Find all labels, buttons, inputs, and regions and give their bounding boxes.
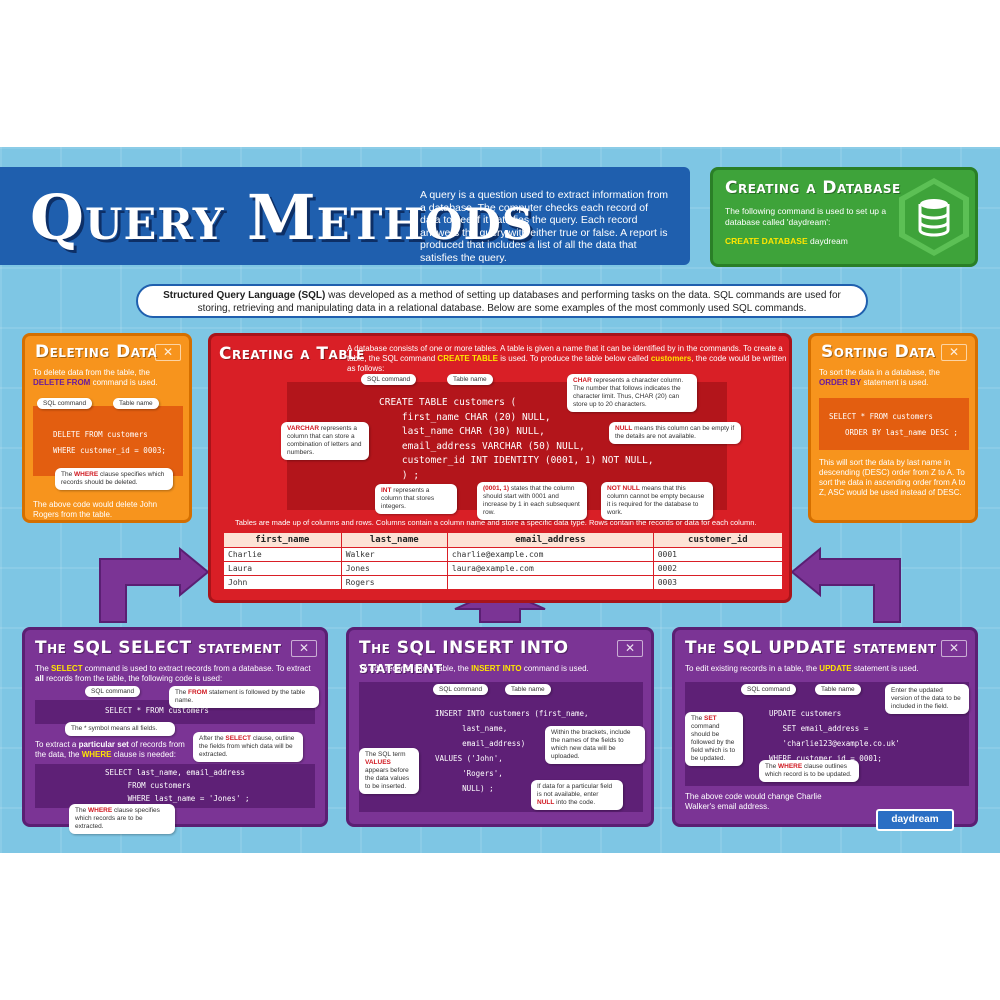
values-bubble: The SQL term VALUES appears before the d… [359, 748, 419, 794]
null-bubble: If data for a particular field is not av… [531, 780, 623, 810]
int-bubble: INT represents a column that stores inte… [375, 484, 457, 514]
deleting-data-box: Deleting Data ✕ To delete data from the … [22, 333, 192, 523]
select-title: The SQL SELECT statement [35, 638, 282, 658]
not-null-bubble: NOT NULL means that this column cannot b… [601, 482, 713, 520]
table-cell [446, 575, 654, 590]
select-code-block-2: SELECT last_name, email_address FROM cus… [35, 764, 315, 808]
table-cell: Jones [340, 561, 448, 576]
brackets-bubble: Within the brackets, include the names o… [545, 726, 645, 764]
sorting-code-block: SELECT * FROM customers ORDER BY last_na… [819, 398, 969, 450]
update-box: The SQL UPDATE statement ✕ To edit exist… [672, 627, 978, 827]
insert-code: INSERT INTO customers (first_name, last_… [435, 709, 589, 793]
page-title: Query Methods [30, 181, 534, 254]
table-row: John Rogers 0003 [223, 575, 784, 590]
label-sql-command: SQL command [361, 374, 417, 385]
table-header: first_name [223, 532, 342, 548]
creating-database-command: CREATE DATABASE daydream [725, 236, 848, 246]
deleting-footer: The above code would delete John Rogers … [33, 500, 158, 519]
creating-database-text: The following command is used to set up … [725, 206, 887, 227]
after-select-bubble: After the SELECT clause, outline the fie… [193, 732, 303, 762]
sorting-code-line-1: SELECT * FROM customers [829, 412, 933, 421]
label-table-name: Table name [447, 374, 493, 385]
label-sql-command: SQL command [37, 398, 93, 409]
creating-table-text: A database consists of one or more table… [347, 344, 787, 373]
update-footer: The above code would change Charlie Walk… [685, 792, 822, 811]
where-bubble: The WHERE clause specifies which records… [55, 468, 173, 490]
table-caption: Tables are made up of columns and rows. … [235, 518, 757, 527]
where-bubble: The WHERE clause outlines which record i… [759, 760, 859, 782]
label-sql-command: SQL command [741, 684, 797, 695]
creating-database-title: Creating a Database [725, 178, 901, 198]
label-sql-command: SQL command [433, 684, 489, 695]
table-header: last_name [340, 532, 448, 548]
table-cell: laura@example.com [446, 561, 654, 576]
daydream-logo: daydream [876, 809, 954, 831]
table-header: customer_id [652, 532, 784, 548]
null-bubble: NULL means this column can be empty if t… [609, 422, 741, 444]
create-table-code: CREATE TABLE customers ( first_name CHAR… [379, 397, 654, 481]
table-cell: John [223, 575, 342, 590]
table-cell: 0003 [652, 575, 784, 590]
sql-intro: Structured Query Language (SQL) was deve… [136, 284, 868, 318]
table-header: email_address [446, 532, 654, 548]
select-code-2: SELECT last_name, email_address FROM cus… [105, 768, 250, 803]
close-icon: ✕ [617, 640, 643, 657]
label-table-name: Table name [815, 684, 861, 695]
close-icon: ✕ [291, 640, 317, 657]
table-cell: Rogers [340, 575, 448, 590]
select-code-1: SELECT * FROM customers [105, 706, 209, 715]
select-text-2: To extract a particular set of records f… [35, 740, 185, 759]
sorting-data-box: Sorting Data ✕ To sort the data in a dat… [808, 333, 978, 523]
deleting-data-title: Deleting Data [35, 342, 158, 362]
creating-table-title: Creating a Table [219, 344, 365, 364]
intro-text: A query is a question used to extract in… [420, 189, 669, 264]
creating-table-box: Creating a Table A database consists of … [208, 333, 792, 603]
identity-bubble: (0001, 1) states that the column should … [477, 482, 587, 520]
sorting-code-line-2: ORDER BY last_name DESC ; [845, 428, 958, 437]
deleting-code-line-2: WHERE customer_id = 0003; [53, 446, 166, 455]
poster: Query Methods A query is a question used… [0, 147, 1000, 853]
deleting-data-text: To delete data from the table, the DELET… [33, 368, 158, 387]
close-icon: ✕ [941, 344, 967, 361]
deleting-code-line-1: DELETE FROM customers [53, 430, 148, 439]
update-code: UPDATE customers SET email_address = 'ch… [769, 709, 900, 763]
label-table-name: Table name [505, 684, 551, 695]
title-banner: Query Methods A query is a question used… [0, 167, 690, 265]
creating-database-box: Creating a Database The following comman… [710, 167, 978, 267]
table-header-row: first_name last_name email_address custo… [223, 532, 784, 548]
database-icon [899, 178, 969, 256]
set-bubble: The SET command should be followed by th… [685, 712, 743, 766]
table-row: Charlie Walker charlie@example.com 0001 [223, 547, 784, 562]
table-cell: 0002 [652, 561, 784, 576]
update-title: The SQL UPDATE statement [685, 638, 937, 658]
insert-box: The SQL INSERT INTO statement ✕ To add r… [346, 627, 654, 827]
select-text: The SELECT command is used to extract re… [35, 664, 311, 683]
star-bubble: The * symbol means all fields. [65, 722, 175, 736]
table-row: Laura Jones laura@example.com 0002 [223, 561, 784, 576]
sorting-data-title: Sorting Data [821, 342, 936, 362]
label-table-name: Table name [113, 398, 159, 409]
close-icon: ✕ [155, 344, 181, 361]
deleting-code-block: DELETE FROM customers WHERE customer_id … [33, 406, 183, 476]
customers-table: first_name last_name email_address custo… [223, 532, 784, 590]
from-bubble: The FROM statement is followed by the ta… [169, 686, 319, 708]
insert-text: To add records into a table, the INSERT … [359, 664, 589, 673]
where-bubble: The WHERE clause specifies which records… [69, 804, 175, 834]
varchar-bubble: VARCHAR represents a column that can sto… [281, 422, 369, 460]
select-box: The SQL SELECT statement ✕ The SELECT co… [22, 627, 328, 834]
table-cell: Laura [223, 561, 342, 576]
table-cell: charlie@example.com [446, 547, 654, 562]
sorting-data-text: To sort the data in a database, the ORDE… [819, 368, 940, 387]
update-text: To edit existing records in a table, the… [685, 664, 919, 673]
close-icon: ✕ [941, 640, 967, 657]
table-cell: Charlie [223, 547, 342, 562]
char-bubble: CHAR represents a character column. The … [567, 374, 697, 412]
enter-bubble: Enter the updated version of the data to… [885, 684, 969, 714]
insert-title: The SQL INSERT INTO statement [359, 638, 569, 678]
table-cell: 0001 [652, 547, 784, 562]
sorting-footer: This will sort the data by last name in … [819, 458, 966, 497]
table-cell: Walker [340, 547, 448, 562]
label-sql-command: SQL command [85, 686, 141, 697]
